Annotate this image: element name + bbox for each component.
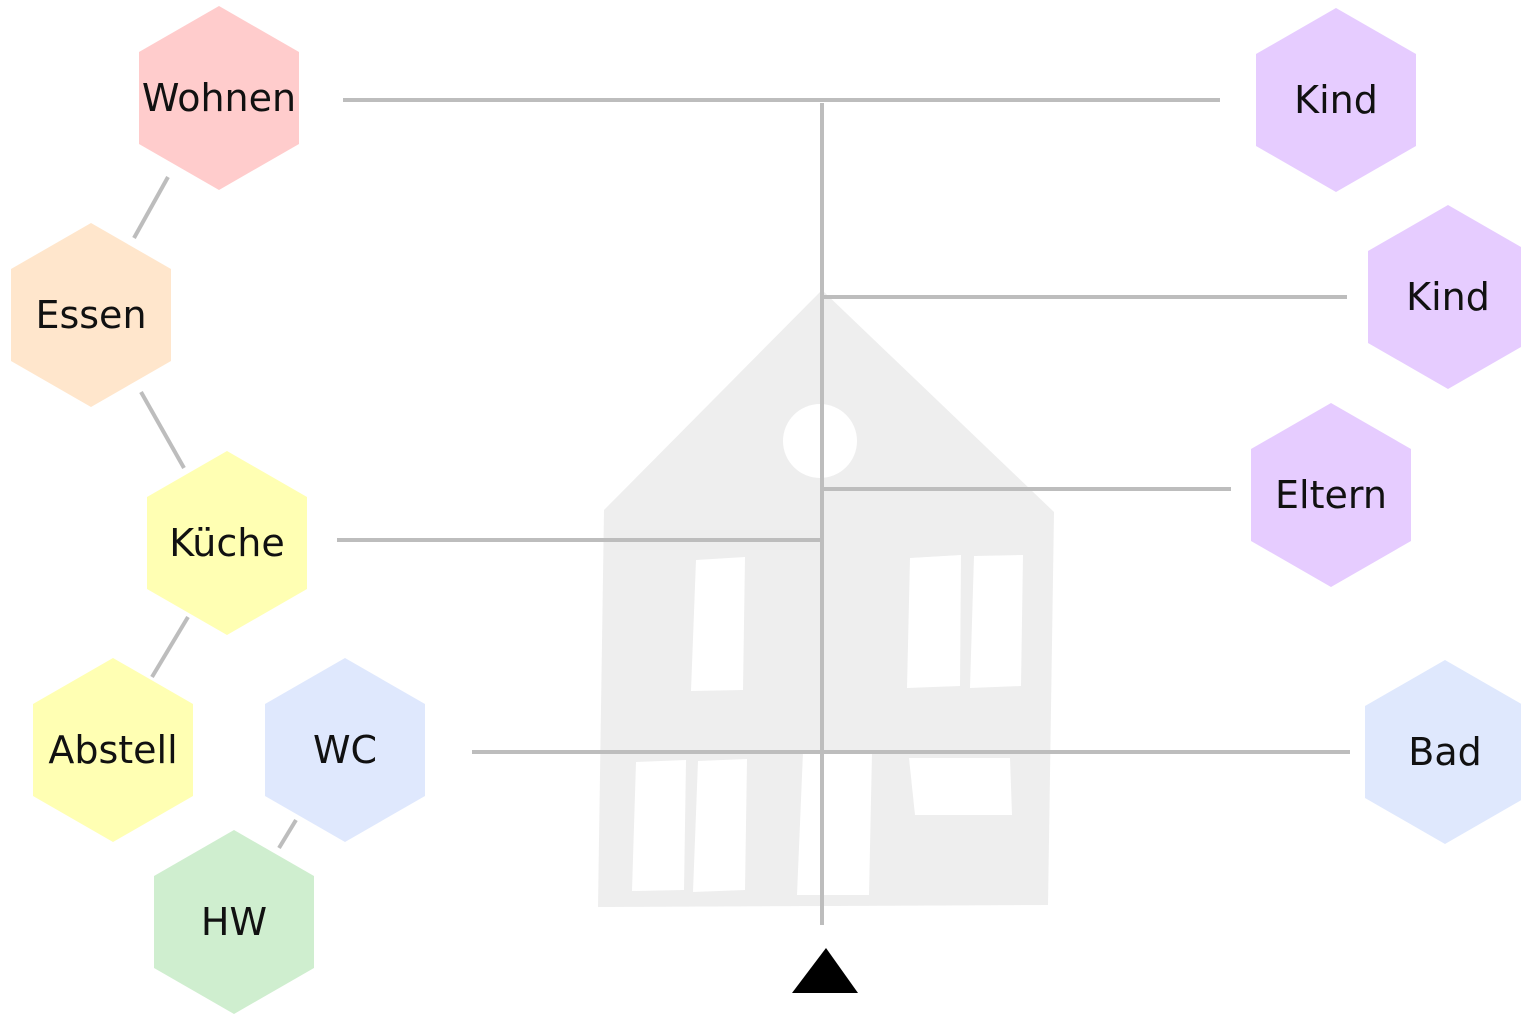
room-hex-bad: Bad xyxy=(1365,660,1521,844)
room-label: Bad xyxy=(1408,730,1481,774)
hexagon-shape xyxy=(154,830,314,1014)
hexagon-shape xyxy=(265,658,425,842)
room-hex-hw: HW xyxy=(154,830,314,1014)
hexagon-shape xyxy=(33,658,193,842)
room-label: Kind xyxy=(1406,275,1490,319)
house-window xyxy=(909,758,1012,815)
connector-kueche-abstell xyxy=(150,615,190,679)
room-label: Essen xyxy=(35,293,146,337)
house-window xyxy=(907,555,961,688)
connector-wc-hw xyxy=(277,818,298,850)
room-hex-abstell: Abstell xyxy=(33,658,193,842)
hexagon-shape xyxy=(1365,660,1521,844)
hexagon-shape xyxy=(139,6,299,190)
house-silhouette-icon xyxy=(598,290,1054,907)
room-label: HW xyxy=(201,900,267,944)
room-hex-essen: Essen xyxy=(11,223,171,407)
hexagon-shape xyxy=(1256,8,1416,192)
hexagon-shape xyxy=(1368,205,1521,389)
room-hex-kueche: Küche xyxy=(147,451,307,635)
house-window xyxy=(970,555,1023,688)
entrance-triangle-icon xyxy=(792,948,858,993)
room-label: Kind xyxy=(1294,78,1378,122)
room-hex-wohnen: Wohnen xyxy=(139,6,299,190)
connector-essen-kueche xyxy=(139,391,186,469)
room-label: Wohnen xyxy=(142,76,296,120)
room-label: Abstell xyxy=(48,728,177,772)
room-hex-kind-middle: Kind xyxy=(1368,205,1521,389)
hexagon-shape xyxy=(11,223,171,407)
room-hex-kind-top: Kind xyxy=(1256,8,1416,192)
connector-wohnen-essen xyxy=(132,176,170,239)
room-label: WC xyxy=(313,728,377,772)
hexagon-shape xyxy=(1251,403,1411,587)
house-door xyxy=(797,752,872,895)
room-hex-wc: WC xyxy=(265,658,425,842)
room-label: Eltern xyxy=(1275,473,1387,517)
house-window xyxy=(632,760,686,891)
house-window xyxy=(693,759,747,892)
house-window xyxy=(691,557,745,691)
connector-lines xyxy=(132,98,1350,925)
hexagon-shape xyxy=(147,451,307,635)
room-hex-eltern: Eltern xyxy=(1251,403,1411,587)
room-label: Küche xyxy=(169,521,284,565)
